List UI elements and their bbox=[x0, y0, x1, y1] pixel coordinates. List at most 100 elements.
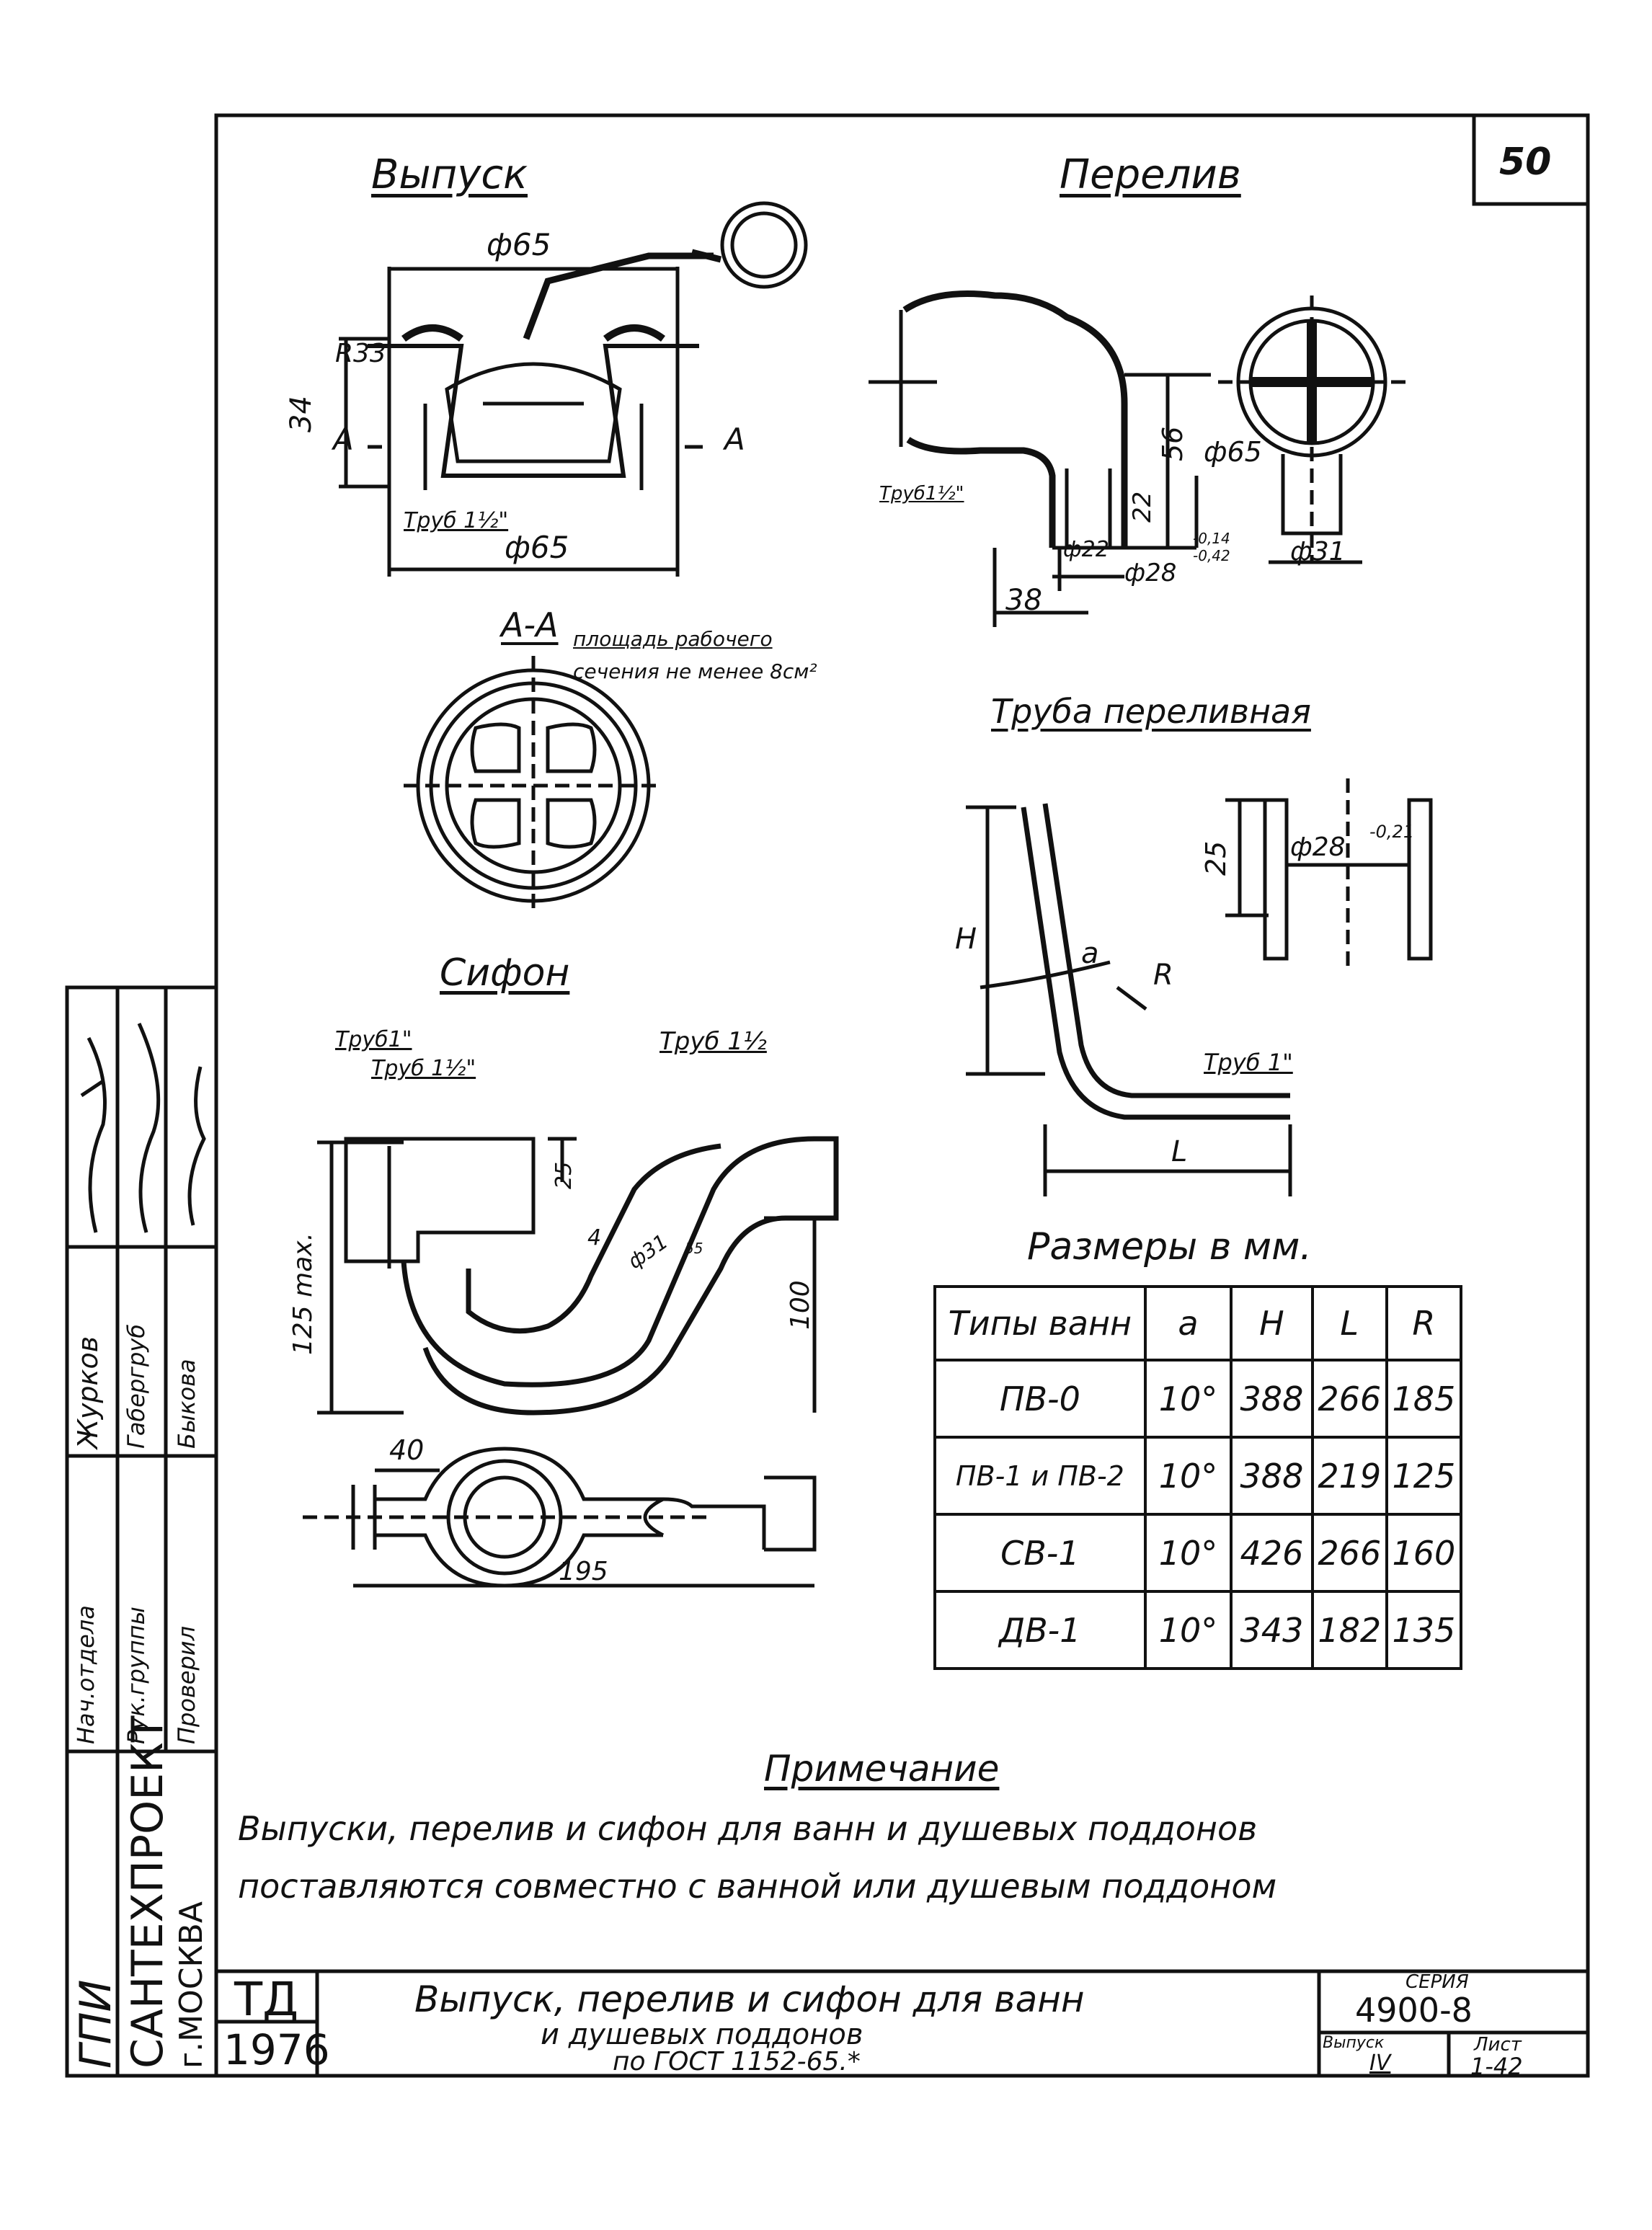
table-cell: 125 bbox=[1385, 1436, 1463, 1516]
table-cell: 388 bbox=[1230, 1359, 1314, 1439]
table-cell: ПВ-0 bbox=[933, 1359, 1147, 1439]
overflow-tolerance-28: -0,14 -0,42 bbox=[1193, 530, 1230, 564]
overflow-title: Перелив bbox=[1060, 151, 1241, 198]
overflow-dim-38: 38 bbox=[1005, 584, 1042, 617]
overflow-pipe-title: Труба переливная bbox=[991, 692, 1311, 731]
siphon-dim-25: 25 bbox=[551, 1161, 577, 1189]
overflow-dim-65: ф65 bbox=[1204, 436, 1262, 468]
sizes-table-header: Н bbox=[1230, 1285, 1314, 1361]
overflow-pipe-tolerance-28: -0,21 bbox=[1369, 822, 1415, 842]
section-aa-note-2: сечения не менее 8см² bbox=[573, 659, 817, 683]
overflow-pipe-label-l: L bbox=[1171, 1135, 1188, 1168]
table-cell: ДВ-1 bbox=[933, 1590, 1147, 1670]
table-cell: 426 bbox=[1230, 1513, 1314, 1593]
note-line-2: поставляются совместно с ванной или душе… bbox=[238, 1867, 1277, 1906]
overflow-pipe-dim-25: 25 bbox=[1200, 840, 1232, 876]
overflow-pipe-pipe-label: Труб 1" bbox=[1204, 1049, 1293, 1076]
title-block-td: ТД bbox=[234, 1973, 299, 2027]
side-role-1: Нач.отдела bbox=[72, 1605, 99, 1744]
outlet-radius: R33 bbox=[335, 339, 386, 368]
outlet-title: Выпуск bbox=[371, 151, 528, 198]
siphon-dim-55: 55 bbox=[685, 1240, 703, 1257]
siphon-pipe-15a: Труб 1½" bbox=[371, 1056, 476, 1081]
overflow-pipe-dim-28: ф28 bbox=[1290, 832, 1346, 862]
sizes-table-header-row: Типы ванн а Н L R bbox=[933, 1285, 1463, 1361]
siphon-dim-100: 100 bbox=[786, 1280, 815, 1330]
siphon-title: Сифон bbox=[440, 951, 570, 995]
outlet-pipe-label: Труб 1½" bbox=[404, 508, 509, 533]
side-org-2: САНТЕХПРОЕКТ bbox=[123, 1715, 173, 2069]
issue-label: Выпуск bbox=[1323, 2034, 1385, 2052]
siphon-pipe-1: Труб1" bbox=[335, 1027, 412, 1052]
title-block-line-1: Выпуск, перелив и сифон для ванн bbox=[414, 1978, 1085, 2020]
table-cell: 185 bbox=[1385, 1359, 1463, 1439]
table-cell: 343 bbox=[1230, 1590, 1314, 1670]
overflow-drawing bbox=[869, 290, 1413, 627]
table-cell: ПВ-1 и ПВ-2 bbox=[933, 1436, 1147, 1516]
table-cell: 10° bbox=[1143, 1513, 1233, 1593]
sizes-table-header: R bbox=[1385, 1285, 1463, 1361]
side-role-3: Проверил bbox=[173, 1625, 200, 1744]
side-name-3: Быкова bbox=[173, 1359, 200, 1449]
side-strip bbox=[65, 985, 218, 2078]
sheet-number: 50 bbox=[1499, 141, 1552, 184]
table-row: ПВ-1 и ПВ-2 10° 388 219 125 bbox=[933, 1436, 1463, 1516]
outlet-drawing bbox=[339, 201, 808, 577]
outlet-dim-height: 34 bbox=[285, 396, 318, 432]
title-block-line-3: по ГОСТ 1152-65.* bbox=[613, 2047, 861, 2076]
table-cell: 10° bbox=[1143, 1590, 1233, 1670]
table-cell: 219 bbox=[1310, 1436, 1388, 1516]
siphon-dim-125: 125 max. bbox=[288, 1232, 318, 1355]
side-name-2: Габергруб bbox=[123, 1324, 150, 1449]
overflow-dim-28: ф28 bbox=[1124, 559, 1177, 587]
siphon-dim-195: 195 bbox=[559, 1557, 608, 1586]
table-row: ДВ-1 10° 343 182 135 bbox=[933, 1590, 1463, 1670]
overflow-dim-56: 56 bbox=[1157, 426, 1189, 461]
sizes-table-header: L bbox=[1310, 1285, 1388, 1361]
sheet-number-box bbox=[1472, 115, 1588, 206]
siphon-pipe-15b: Труб 1½ bbox=[660, 1027, 767, 1056]
series-value: 4900-8 bbox=[1355, 1991, 1473, 2030]
table-cell: 10° bbox=[1143, 1359, 1233, 1439]
side-org-3: г.МОСКВА bbox=[173, 1901, 210, 2069]
table-row: ПВ-0 10° 388 266 185 bbox=[933, 1359, 1463, 1439]
sheet-value: 1-42 bbox=[1470, 2053, 1523, 2080]
side-name-1: Журков bbox=[72, 1336, 104, 1449]
section-aa-note-1: площадь рабочего bbox=[573, 627, 773, 651]
overflow-pipe-drawing bbox=[966, 778, 1433, 1196]
overflow-dim-31: ф31 bbox=[1290, 537, 1346, 567]
table-cell: 266 bbox=[1310, 1359, 1388, 1439]
sizes-table-header: а bbox=[1143, 1285, 1233, 1361]
outlet-section-a-right: А bbox=[724, 422, 745, 457]
table-cell: 160 bbox=[1385, 1513, 1463, 1593]
overflow-pipe-label-h: Н bbox=[955, 923, 977, 956]
side-org-1: ГПИ bbox=[71, 1979, 121, 2069]
table-cell: 182 bbox=[1310, 1590, 1388, 1670]
series-label: серия bbox=[1405, 1971, 1469, 1993]
table-cell: 10° bbox=[1143, 1436, 1233, 1516]
table-cell: 135 bbox=[1385, 1590, 1463, 1670]
table-cell: 388 bbox=[1230, 1436, 1314, 1516]
siphon-dim-40: 40 bbox=[389, 1434, 425, 1466]
issue-value: IV bbox=[1369, 2051, 1391, 2076]
sizes-table: Типы ванн а Н L R ПВ-0 10° 388 266 185 П… bbox=[933, 1285, 1463, 1670]
table-cell: СВ-1 bbox=[933, 1513, 1147, 1593]
sizes-table-header: Типы ванн bbox=[933, 1285, 1147, 1361]
table-cell: 266 bbox=[1310, 1513, 1388, 1593]
section-aa-title: А-А bbox=[501, 605, 559, 644]
outlet-dim-top: ф65 bbox=[487, 227, 551, 262]
note-title: Примечание bbox=[764, 1748, 1000, 1790]
note-line-1: Выпуски, перелив и сифон для ванн и душе… bbox=[238, 1809, 1258, 1848]
overflow-pipe-label-a: а bbox=[1081, 937, 1099, 970]
siphon-dim-4: 4 bbox=[587, 1225, 602, 1251]
sheet-label: Лист bbox=[1474, 2034, 1522, 2056]
outlet-section-a-left: А bbox=[333, 422, 354, 457]
title-block-year: 1976 bbox=[223, 2025, 330, 2074]
title-block-line-2: и душевых поддонов bbox=[541, 2018, 863, 2051]
overflow-pipe-label-r: R bbox=[1153, 959, 1173, 992]
sizes-table-caption: Размеры в мм. bbox=[1027, 1225, 1312, 1269]
overflow-dim-22-vertical: 22 bbox=[1128, 491, 1157, 523]
table-row: СВ-1 10° 426 266 160 bbox=[933, 1513, 1463, 1593]
section-aa-drawing bbox=[404, 656, 663, 915]
